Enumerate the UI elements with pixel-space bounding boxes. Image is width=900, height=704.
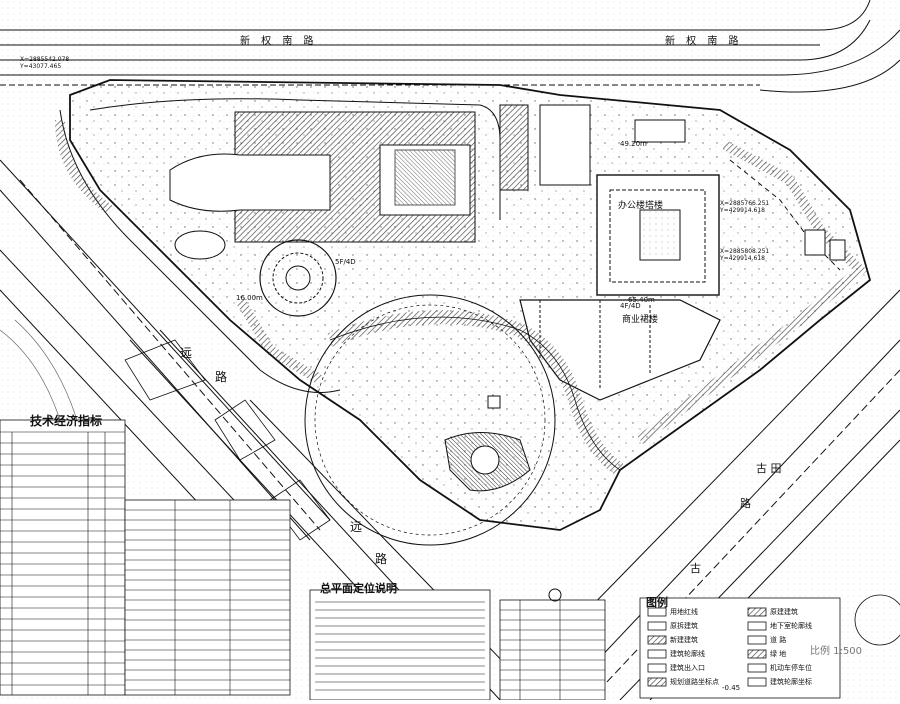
- legend-swatch: [747, 649, 767, 659]
- road-label-right-3: 古: [690, 562, 701, 575]
- coord-5: X=2885808.251: [720, 248, 770, 255]
- dimension-1: 49.20m: [620, 140, 647, 148]
- legend-swatch: [647, 663, 667, 673]
- legend-item-label: 新建建筑: [670, 636, 698, 644]
- road-label-right: 古 田: [756, 462, 782, 475]
- coord-2: Y=43077.465: [20, 63, 62, 70]
- north-arrow-icon: [548, 588, 562, 602]
- tech-table-title: 技术经济指标: [30, 414, 103, 428]
- parking-table: [124, 499, 291, 696]
- round-building: [259, 239, 337, 317]
- road-label-left: 远: [180, 346, 193, 360]
- legend-item-label: 建筑轮廓线: [670, 650, 705, 658]
- legend-item-label: 绿 地: [770, 650, 787, 658]
- existing-building-left: [169, 111, 476, 243]
- road-label-top-right: 新 权 南 路: [665, 36, 743, 47]
- legend-item-label: 原拆建筑: [670, 622, 698, 630]
- legend-swatch: [747, 607, 767, 617]
- notes-panel: [309, 589, 491, 701]
- legend-item-label: 建筑轮廓坐标: [770, 678, 812, 686]
- floors-label-2: 5F/4D: [335, 258, 356, 266]
- legend-swatch: [747, 635, 767, 645]
- legend-swatch: [647, 677, 667, 687]
- coord-4: Y=429914.618: [720, 207, 765, 214]
- road-label-top-left: 新 权 南 路: [240, 36, 318, 47]
- legend-swatch: [647, 649, 667, 659]
- legend-item-label: 原建建筑: [770, 608, 798, 616]
- legend-swatch: [647, 635, 667, 645]
- coord-3: X=2885766.251: [720, 200, 770, 207]
- road-label-bottom-2: 路: [375, 552, 388, 566]
- legend-item-label: 建筑出入口: [670, 664, 705, 672]
- legend-swatch: [747, 677, 767, 687]
- scale-label: 比例 1:500: [810, 646, 862, 657]
- legend-panel: [639, 597, 841, 699]
- dimension-3: 16.00m: [236, 294, 263, 302]
- legend-item-label: 机动车停车位: [770, 664, 812, 672]
- coord-6: Y=429914.618: [720, 255, 765, 262]
- legend-elevation: -0.45: [722, 684, 741, 692]
- legend-item-label: 地下室轮廓线: [770, 622, 812, 630]
- road-label-left-2: 路: [215, 370, 228, 384]
- legend-item-label: 道 路: [770, 636, 787, 644]
- legend-item-label: 用地红线: [670, 608, 698, 616]
- legend-swatch: [647, 607, 667, 617]
- coord-table: [499, 599, 606, 701]
- notes-title: 总平面定位说明: [320, 582, 397, 595]
- tech-table: [0, 419, 126, 696]
- legend-item-label: 规划道路坐标点: [670, 678, 719, 686]
- central-pavilion: [444, 395, 531, 492]
- plaza-circle: [304, 294, 556, 546]
- office-tower-label: 办公楼塔楼: [618, 201, 664, 211]
- dimension-2: 65.40m: [628, 296, 655, 304]
- commercial-label: 商业裙楼: [622, 315, 659, 325]
- coord-1: X=2885542.078: [20, 56, 70, 63]
- road-label-bottom: 远: [350, 520, 363, 534]
- office-tower: [596, 119, 720, 296]
- legend-swatch: [647, 621, 667, 631]
- floors-label-1: 4F/4D: [620, 302, 641, 310]
- legend-title: 图例: [646, 596, 668, 609]
- road-left-diagonal: [0, 159, 331, 581]
- road-label-right-2: 路: [740, 497, 751, 510]
- legend-swatch: [747, 621, 767, 631]
- legend-swatch: [747, 663, 767, 673]
